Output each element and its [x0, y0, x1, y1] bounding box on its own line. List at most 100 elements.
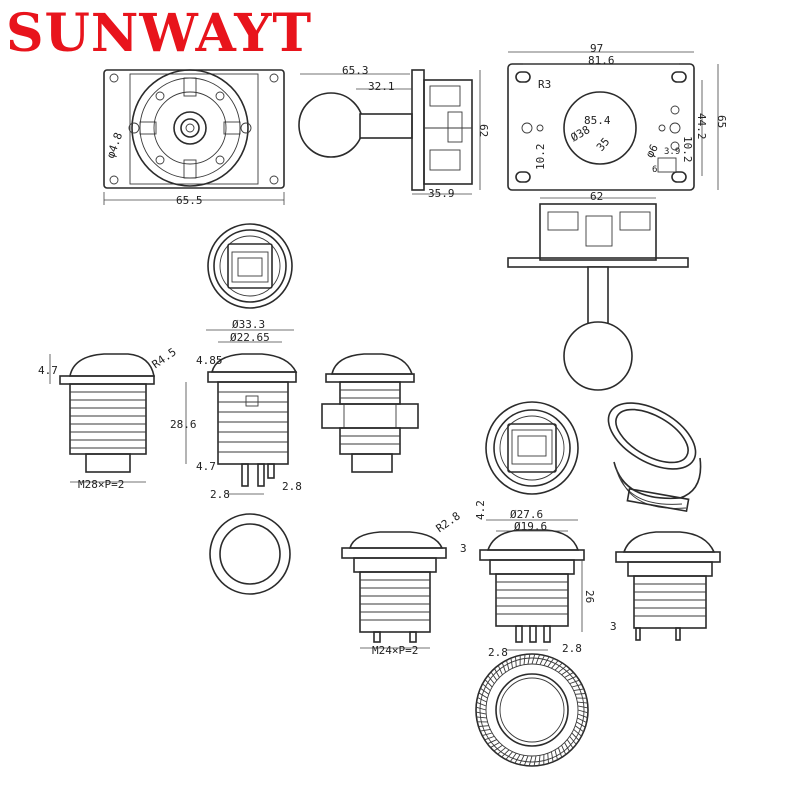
knurl-tick: [505, 751, 513, 760]
knurl-tick: [577, 713, 588, 719]
knurl-tick: [577, 705, 589, 709]
knurl-tick: [575, 693, 586, 695]
knurl-tick: [523, 654, 526, 665]
dim-b28-flange: 4.85: [196, 354, 223, 367]
knurl-tick: [482, 683, 491, 691]
button-24mm: Ø27.6 Ø19.6 4.2 R2.8 M24×P=2: [341, 401, 721, 767]
dim-ball-off: 32.1: [368, 80, 395, 93]
knurl-tick: [576, 721, 586, 728]
knurl-tick: [506, 660, 510, 671]
knurl-tick: [478, 725, 489, 727]
knurl-tick: [480, 687, 490, 695]
joystick-mount-plate: 97 81.6 R3 65 44.2 10.2 10.2 85.4 Ø38 35…: [507, 42, 728, 191]
knurl-tick: [566, 739, 574, 749]
dim-plate-hole-span: 81.6: [588, 54, 615, 67]
knurl-tick: [501, 662, 507, 673]
joystick-side-view: 65.3 32.1 62 35.9: [298, 64, 490, 200]
knurl-tick: [573, 729, 582, 737]
knurl-tick: [528, 755, 533, 767]
knurl-tick: [574, 725, 584, 733]
dim-side-height: 62: [477, 124, 490, 137]
knurl-tick: [497, 665, 503, 675]
knurl-tick: [480, 728, 491, 732]
dim-plate-v-span-2: 10.2: [681, 136, 694, 163]
dim-top-hole: φ4.8: [104, 131, 125, 160]
knurl-tick: [533, 755, 537, 767]
dim-b28-nut-h: 4.7: [196, 460, 216, 473]
dim-plate-slot-h: 6: [652, 165, 657, 175]
knurl-tick: [484, 735, 495, 741]
dim-plate-left-offset: 10.2: [534, 144, 547, 171]
dim-b24-pin-2: 2.8: [562, 642, 582, 655]
knurl-tick: [543, 656, 550, 666]
knurl-tick: [515, 656, 517, 667]
knurl-tick: [477, 697, 487, 703]
dim-plate-width: 97: [590, 42, 603, 55]
knurl-tick: [490, 742, 500, 748]
knurl-tick: [571, 684, 582, 688]
knurl-tick: [514, 754, 521, 764]
dim-plate-small-hole: φ6: [643, 142, 661, 160]
knurl-tick: [547, 658, 555, 668]
dim-front-width: 62: [590, 190, 603, 203]
knurl-tick: [577, 709, 589, 714]
knurl-tick: [527, 653, 531, 665]
knurl-tick: [493, 744, 503, 752]
knurl-tick: [561, 745, 567, 755]
knurl-tick: [497, 747, 506, 755]
dim-b24-nut-h: 3: [610, 620, 617, 633]
knurl-tick: [554, 662, 563, 671]
dim-shaft-len: 65.3: [342, 64, 369, 77]
knurl-tick: [557, 747, 563, 758]
dim-plate-height: 65: [715, 115, 728, 128]
knurl-tick: [558, 665, 567, 673]
knurl-tick: [531, 653, 536, 665]
knurl-tick: [475, 711, 487, 715]
dim-b28-pin-2: 2.8: [282, 480, 302, 493]
knurl-tick: [510, 658, 514, 669]
button-28mm: Ø33.3 Ø22.65 4.7 R4.5 M28×P=2: [38, 223, 419, 595]
dim-b28-thread: M28×P=2: [78, 478, 124, 491]
knurl-tick: [523, 755, 529, 766]
knurl-tick: [509, 752, 517, 762]
dim-b24-pin-1: 2.8: [488, 646, 508, 659]
dim-b24-body-h: 26: [583, 590, 596, 603]
dim-b24-flange: 3: [460, 542, 467, 555]
knurl-tick: [490, 671, 498, 681]
dim-plate-circle: 85.4: [584, 114, 611, 127]
knurl-tick: [571, 732, 580, 741]
knurl-tick: [547, 753, 549, 764]
knurl-tick: [519, 755, 525, 765]
dim-b28-cap-h: 4.7: [38, 364, 58, 377]
dim-plate-slot-w: 3.9: [664, 147, 680, 157]
dim-b28-pin-1: 2.8: [210, 488, 230, 501]
knurl-tick: [567, 675, 577, 681]
knurl-tick: [554, 749, 558, 760]
dim-plate-inner: 35: [594, 135, 612, 154]
knurl-tick: [564, 672, 574, 678]
dim-b24-thread: M24×P=2: [372, 644, 418, 657]
knurl-tick: [475, 706, 487, 711]
dim-b24-cap-h: 4.2: [474, 500, 487, 520]
joystick-top-view: 65.5 φ4.8: [103, 69, 285, 207]
dim-b28-body-h: 28.6: [170, 418, 197, 431]
dim-plate-radius: R3: [538, 78, 551, 91]
knurl-tick: [577, 701, 588, 704]
dim-b24-radius: R2.8: [434, 509, 463, 535]
knurl-tick: [569, 679, 580, 685]
dim-b24-body: Ø19.6: [514, 520, 547, 533]
knurl-tick: [551, 660, 559, 669]
dim-b28-body: Ø22.65: [230, 331, 270, 344]
knurl-ring: [475, 653, 589, 767]
brand-logo: SUNWAYT: [6, 3, 313, 64]
knurl-tick: [561, 668, 571, 676]
joystick-front-view: 62: [507, 190, 689, 391]
knurl-tick: [476, 716, 487, 719]
knurl-tick: [577, 717, 587, 723]
dim-b24-ring: Ø27.6: [510, 508, 543, 521]
dim-top-width: 65.5: [176, 194, 203, 207]
knurl-tick: [573, 688, 584, 692]
knurl-tick: [487, 675, 495, 684]
knurl-tick: [535, 654, 541, 665]
